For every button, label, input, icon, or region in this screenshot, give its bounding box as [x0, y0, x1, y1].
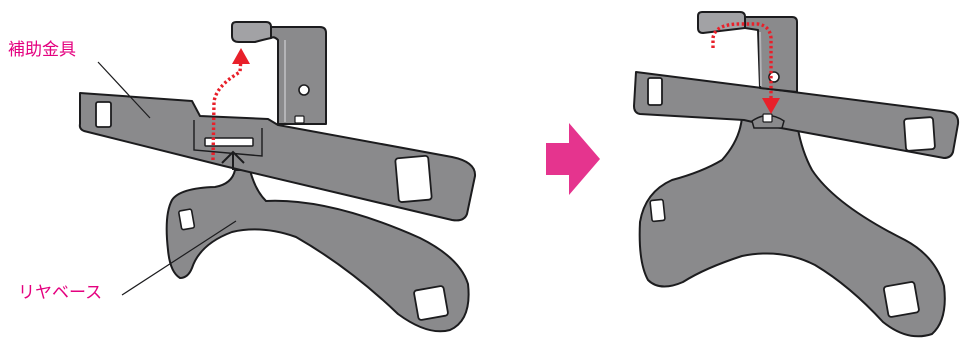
right-arrow-icon: [546, 123, 600, 195]
right-dotted-arrow: [711, 22, 773, 98]
left-dotted-arrow: [211, 57, 243, 161]
right-assembly: [633, 11, 960, 338]
right-auxiliary-bracket: [633, 71, 960, 159]
base-leader-line: [121, 220, 237, 296]
callout-auxiliary-bracket: 補助金具: [8, 40, 76, 60]
right-arrowhead: [762, 98, 780, 114]
left-arrowhead: [232, 48, 250, 64]
left-assembly: [78, 21, 477, 333]
left-rear-base: [165, 169, 470, 333]
up-chevron-icon: [221, 150, 245, 170]
right-rear-base: [638, 116, 946, 338]
left-hook-bracket: [231, 21, 327, 125]
callout-rear-base: リヤベース: [18, 283, 103, 303]
right-hook-bracket: [697, 11, 798, 129]
aux-leader-line: [97, 61, 151, 119]
left-auxiliary-bracket: [78, 92, 477, 222]
